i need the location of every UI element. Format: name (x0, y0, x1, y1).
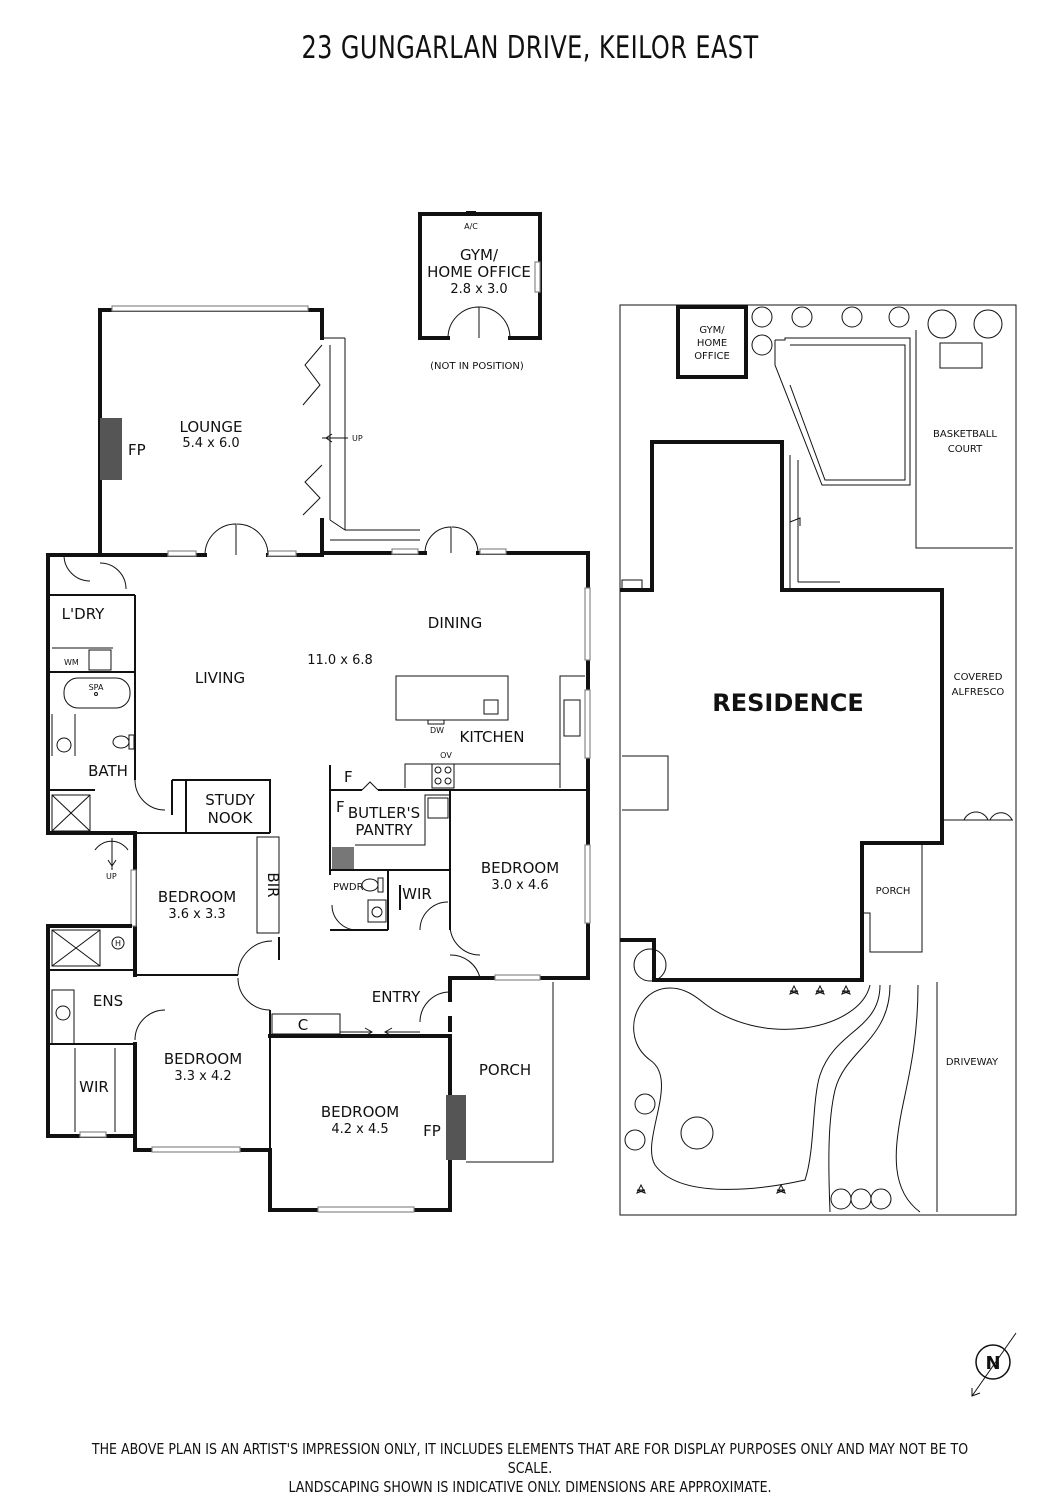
gym-ac-label: A/C (464, 222, 478, 231)
kitchen-ov-label: OV (440, 751, 452, 760)
plan-title: 23 GUNGARLAN DRIVE, KEILOR EAST (301, 30, 759, 66)
bedroom1-bir-label: BIR (264, 872, 282, 897)
pantry-f2-label: F (336, 798, 345, 816)
gym-outbuilding: A/C GYM/ HOME OFFICE 2.8 x 3.0 (NOT IN P… (418, 211, 542, 372)
bath-up-label: UP (106, 872, 117, 881)
bath-spa-label: SPA (89, 683, 104, 692)
lounge-up-label: UP (352, 434, 363, 443)
bedroom2-dims: 3.0 x 4.6 (491, 878, 548, 893)
main-floor-plan: UP FP LOUNGE 5.4 x 6.0 L'DRY (46, 305, 591, 1213)
bedroom4-dims: 4.2 x 4.5 (331, 1122, 388, 1137)
gym-label-2: HOME OFFICE (427, 263, 531, 281)
basketball-label-1: BASKETBALL (933, 429, 997, 440)
disclaimer-line-2: LANDSCAPING SHOWN IS INDICATIVE ONLY. DI… (288, 1478, 772, 1496)
bedroom1-dims: 3.6 x 3.3 (168, 907, 225, 922)
lounge-label: LOUNGE (180, 418, 243, 436)
laundry-wm-label: WM (64, 658, 79, 667)
open-plan-dims: 11.0 x 6.8 (307, 653, 373, 668)
pantry-label-1: BUTLER'S (348, 804, 420, 822)
site-plan: GYM/ HOME OFFICE BASKETBALL COURT RESIDE… (619, 304, 1017, 1216)
residence-label: RESIDENCE (712, 689, 864, 717)
basketball-label-2: COURT (948, 444, 983, 455)
gym-not-in-position: (NOT IN POSITION) (430, 361, 524, 372)
bedroom3-dims: 3.3 x 4.2 (174, 1069, 231, 1084)
ensuite-label: ENS (93, 992, 123, 1010)
disclaimer-line-1: THE ABOVE PLAN IS AN ARTIST'S IMPRESSION… (91, 1440, 969, 1477)
lounge-fp-label: FP (128, 441, 146, 459)
ensuite-h-label: H (115, 939, 121, 948)
north-compass: N (971, 1332, 1017, 1397)
alfresco-label-2: ALFRESCO (952, 687, 1005, 698)
floor-plan: A/C GYM/ HOME OFFICE 2.8 x 3.0 (NOT IN P… (46, 211, 1017, 1397)
entry-label: ENTRY (372, 988, 421, 1006)
site-gym-2: HOME (697, 338, 727, 349)
dining-label: DINING (428, 614, 482, 632)
bedroom3-label: BEDROOM (164, 1050, 242, 1068)
site-gym-3: OFFICE (694, 351, 730, 362)
disclaimer: THE ABOVE PLAN IS AN ARTIST'S IMPRESSION… (85, 1440, 975, 1497)
gym-label-1: GYM/ (460, 246, 499, 264)
bedroom1-label: BEDROOM (158, 888, 236, 906)
bedroom2-label: BEDROOM (481, 859, 559, 877)
site-gym-1: GYM/ (699, 325, 725, 336)
wir2-label: WIR (79, 1078, 109, 1096)
kitchen-dw-label: DW (430, 726, 444, 735)
site-porch-label: PORCH (876, 886, 911, 897)
entry-closet-label: C (298, 1016, 308, 1034)
laundry-label: L'DRY (62, 605, 105, 623)
bath-label: BATH (88, 762, 128, 780)
alfresco-label-1: COVERED (954, 672, 1003, 683)
living-label: LIVING (195, 669, 245, 687)
compass-letter: N (985, 1353, 1000, 1374)
gym-dims: 2.8 x 3.0 (450, 282, 507, 297)
porch-label: PORCH (479, 1061, 531, 1079)
study-label-2: NOOK (208, 809, 254, 827)
powder-label: PWDR (333, 882, 364, 893)
driveway-label: DRIVEWAY (946, 1057, 999, 1068)
pantry-f1-label: F (344, 768, 353, 786)
wir1-label: WIR (402, 885, 432, 903)
study-label-1: STUDY (205, 791, 255, 809)
lounge-dims: 5.4 x 6.0 (182, 436, 239, 451)
pantry-label-2: PANTRY (355, 821, 413, 839)
kitchen-label: KITCHEN (460, 728, 525, 746)
bedroom4-fp-label: FP (423, 1122, 441, 1140)
bedroom4-label: BEDROOM (321, 1103, 399, 1121)
